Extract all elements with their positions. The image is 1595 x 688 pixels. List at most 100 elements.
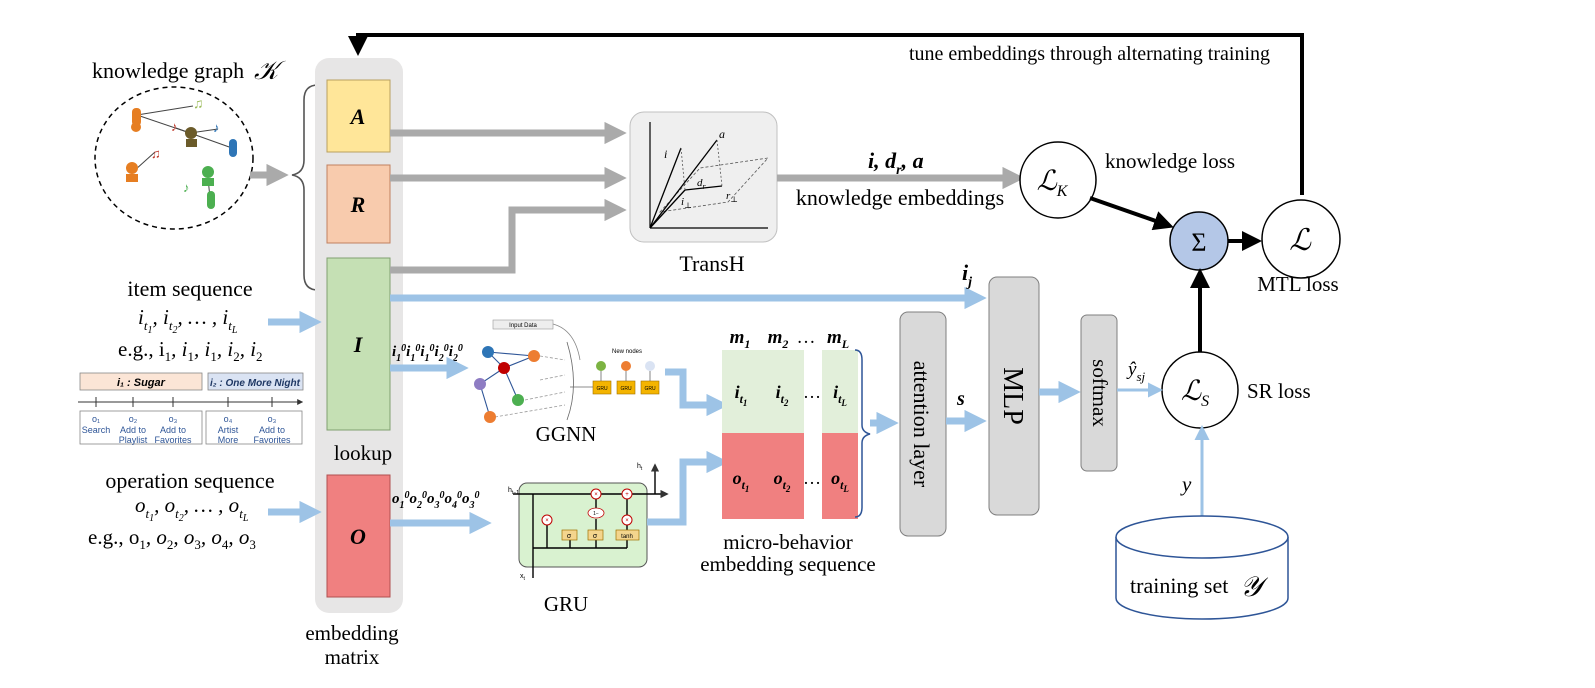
micro-behavior-label-line1: micro-behavior [723,530,852,554]
embedding-caption-line2: matrix [325,645,380,669]
music-note-icon: ♫ [193,97,204,112]
svg-text:×: × [625,518,629,524]
timeline-op-label: Favorites [253,435,291,445]
s-label: s [956,388,965,410]
knowledge-embeddings-symbols: i, dr, a [868,148,924,178]
svg-text:ℒS: ℒS [1181,376,1209,410]
svg-text:…: … [803,468,821,488]
svg-text:+: + [625,492,629,498]
svg-text:m2: m2 [768,327,789,351]
training-set-db: training set 𝒴 [1115,515,1289,620]
attention-layer: attention layer [899,311,947,537]
svg-text:1−: 1− [593,511,599,517]
svg-text:…: … [797,327,816,348]
sr-loss-node: ℒS SR loss [1161,351,1311,429]
item-sequence-formula: it1, it2, … , itL [138,305,238,336]
knowledge-graph-label: knowledge graph [92,58,244,83]
ggnn-block: i10i10i10i20i20 Input Data New nodes GRU… [390,319,660,446]
timeline-op-symbol: o₃ [169,414,178,424]
item-sequence-example: e.g., i1, i1, i1, i2, i2 [118,337,263,364]
row-O-label: O [350,524,366,549]
timeline-op-symbol: o₁ [92,414,100,424]
timeline-op-symbol: o₃ [268,414,277,424]
transh-rperp: r⊥ [726,190,738,204]
music-note-icon: ♪ [183,180,190,195]
svg-text:m1: m1 [730,327,751,351]
timeline-op-symbol: o₂ [129,414,138,424]
timeline-op-label: Playlist [119,435,148,445]
music-note-icon: ♪ [171,119,178,134]
knowledge-graph-symbol: 𝒦 [254,56,286,85]
item-sequence: item sequence it1, it2, … , itL e.g., i1… [118,276,322,364]
training-set-label: training set [1130,573,1228,598]
softmax-block: softmax [1080,314,1118,472]
timeline-op-label: Artist [218,425,239,435]
feedback-label: tune embeddings through alternating trai… [909,43,1270,65]
transh-i: i [664,147,667,161]
legend-item1: i₁ : Sugar [117,377,166,389]
transh-box: i a dr r⊥ i⊥ TransH [629,111,778,276]
item-sequence-title: item sequence [127,276,252,301]
ij-label: ij [962,260,972,290]
gru-x-label: xt [520,573,526,582]
mlp-block: MLP [988,276,1040,516]
svg-text:ℒ: ℒ [1289,224,1312,257]
row-I-label: I [353,332,364,357]
svg-text:New nodes: New nodes [612,349,642,355]
gru-h-prev-label: ht−1 [508,487,519,496]
ggnn-label: GGNN [536,422,597,446]
lookup-label: lookup [334,441,392,465]
knowledge-embeddings-label: knowledge embeddings [796,185,1004,210]
svg-text:GRU: GRU [644,386,656,392]
svg-text:×: × [594,492,598,498]
mtl-loss-node: ℒ MTL loss [1257,199,1341,296]
kg-entity-icons: ♫ ♪ ♪ ♫ ♪ [126,97,237,209]
kg-to-transh-arrows [390,121,627,274]
y-hat-label: ŷsj [1126,359,1145,384]
svg-text:GRU: GRU [620,386,632,392]
row-R-label: R [350,192,366,217]
gru-h-out-label: ht [637,463,643,472]
timeline-op-label: Add to [120,425,146,435]
micro-behavior-sequence: m1 m2 … mL it1 it2 … itL ot1 ot2 … otL m… [700,327,876,576]
guitar-icon [229,139,237,157]
svg-text:Input Data: Input Data [509,323,537,329]
music-note-icon: ♪ [213,120,220,135]
artist-icon [185,127,197,139]
gru-label: GRU [544,592,588,616]
micro-behavior-label-line2: embedding sequence [700,552,876,576]
svg-text:…: … [803,382,821,402]
artist-icon [202,166,214,178]
mtl-loss-label: MTL loss [1257,272,1338,296]
operation-sequence: operation sequence ot1, ot2, … , otL e.g… [88,468,322,552]
svg-text:mL: mL [827,327,849,351]
timeline-op-label: Favorites [154,435,192,445]
operation-timeline: i₁ : Sugar i₂ : One More Night o₁Searcho… [78,372,304,445]
svg-text:σ: σ [593,533,598,540]
row-A-label: A [349,104,366,129]
operation-sequence-title: operation sequence [105,468,274,493]
svg-text:GRU: GRU [596,386,608,392]
svg-text:σ: σ [567,533,572,540]
svg-text:tanh: tanh [621,534,633,540]
operation-sequence-example: e.g., o1, o2, o3, o4, o3 [88,525,256,552]
embedding-caption-line1: embedding [305,621,399,645]
legend-item2: i₂ : One More Night [210,378,301,389]
mlp-label: MLP [997,367,1028,425]
sum-symbol: Σ [1191,228,1206,257]
timeline-op-label: Add to [259,425,285,435]
operation-sequence-formula: ot1, ot2, … , otL [135,493,249,524]
guitar-icon [207,191,215,209]
gru-input-sequence: o10o20o30o40o30 [392,490,480,511]
knowledge-loss-label: knowledge loss [1105,149,1235,173]
sum-node: Σ [1169,211,1229,271]
svg-text:ℒK: ℒK [1037,166,1069,200]
y-label: y [1180,472,1192,496]
brace [291,84,319,291]
timeline-op-label: Add to [160,425,186,435]
transh-iperp: i⊥ [681,196,692,210]
attention-layer-label: attention layer [909,361,934,488]
timeline-op-symbol: o₄ [224,414,233,424]
music-note-icon: ♫ [151,146,161,161]
feedback-loop: tune embeddings through alternating trai… [348,33,1304,195]
